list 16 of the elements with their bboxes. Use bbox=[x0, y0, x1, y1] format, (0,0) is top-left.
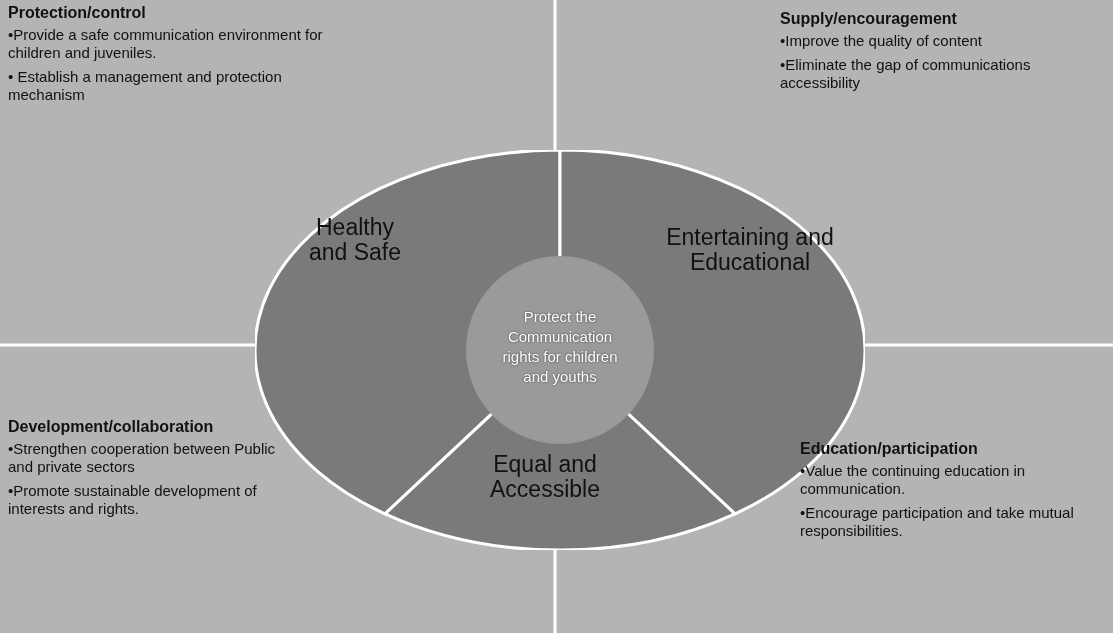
bullet-item: • Establish a management and protection mechanism bbox=[8, 68, 283, 104]
bullet-item: •Promote sustainable development of interests and rights. bbox=[8, 482, 258, 518]
sector-label: Equal and Accessible bbox=[489, 452, 601, 502]
bullet-item: •Eliminate the gap of communications accessibility bbox=[780, 56, 1032, 92]
sector-label: Healthy and Safe bbox=[307, 215, 403, 265]
center-label: Protect the Communication rights for children and youths bbox=[501, 307, 619, 387]
bullet-item: •Strengthen cooperation between Public and private sectors bbox=[8, 440, 277, 476]
bullet-item: •Encourage participation and take mutual responsibilities. bbox=[800, 504, 1075, 540]
panel-heading: Supply/encouragement bbox=[780, 10, 958, 28]
bullet-item: •Value the continuing education in communication. bbox=[800, 462, 1027, 498]
bullet-item: •Provide a safe communication environment for children and juveniles. bbox=[8, 26, 324, 62]
panel-heading: Protection/control bbox=[8, 4, 147, 22]
bullet-item: •Improve the quality of content bbox=[780, 32, 984, 50]
panel-heading: Development/collaboration bbox=[8, 418, 215, 436]
sector-label: Entertaining and Educational bbox=[665, 225, 835, 275]
panel-heading: Education/participation bbox=[800, 440, 979, 458]
